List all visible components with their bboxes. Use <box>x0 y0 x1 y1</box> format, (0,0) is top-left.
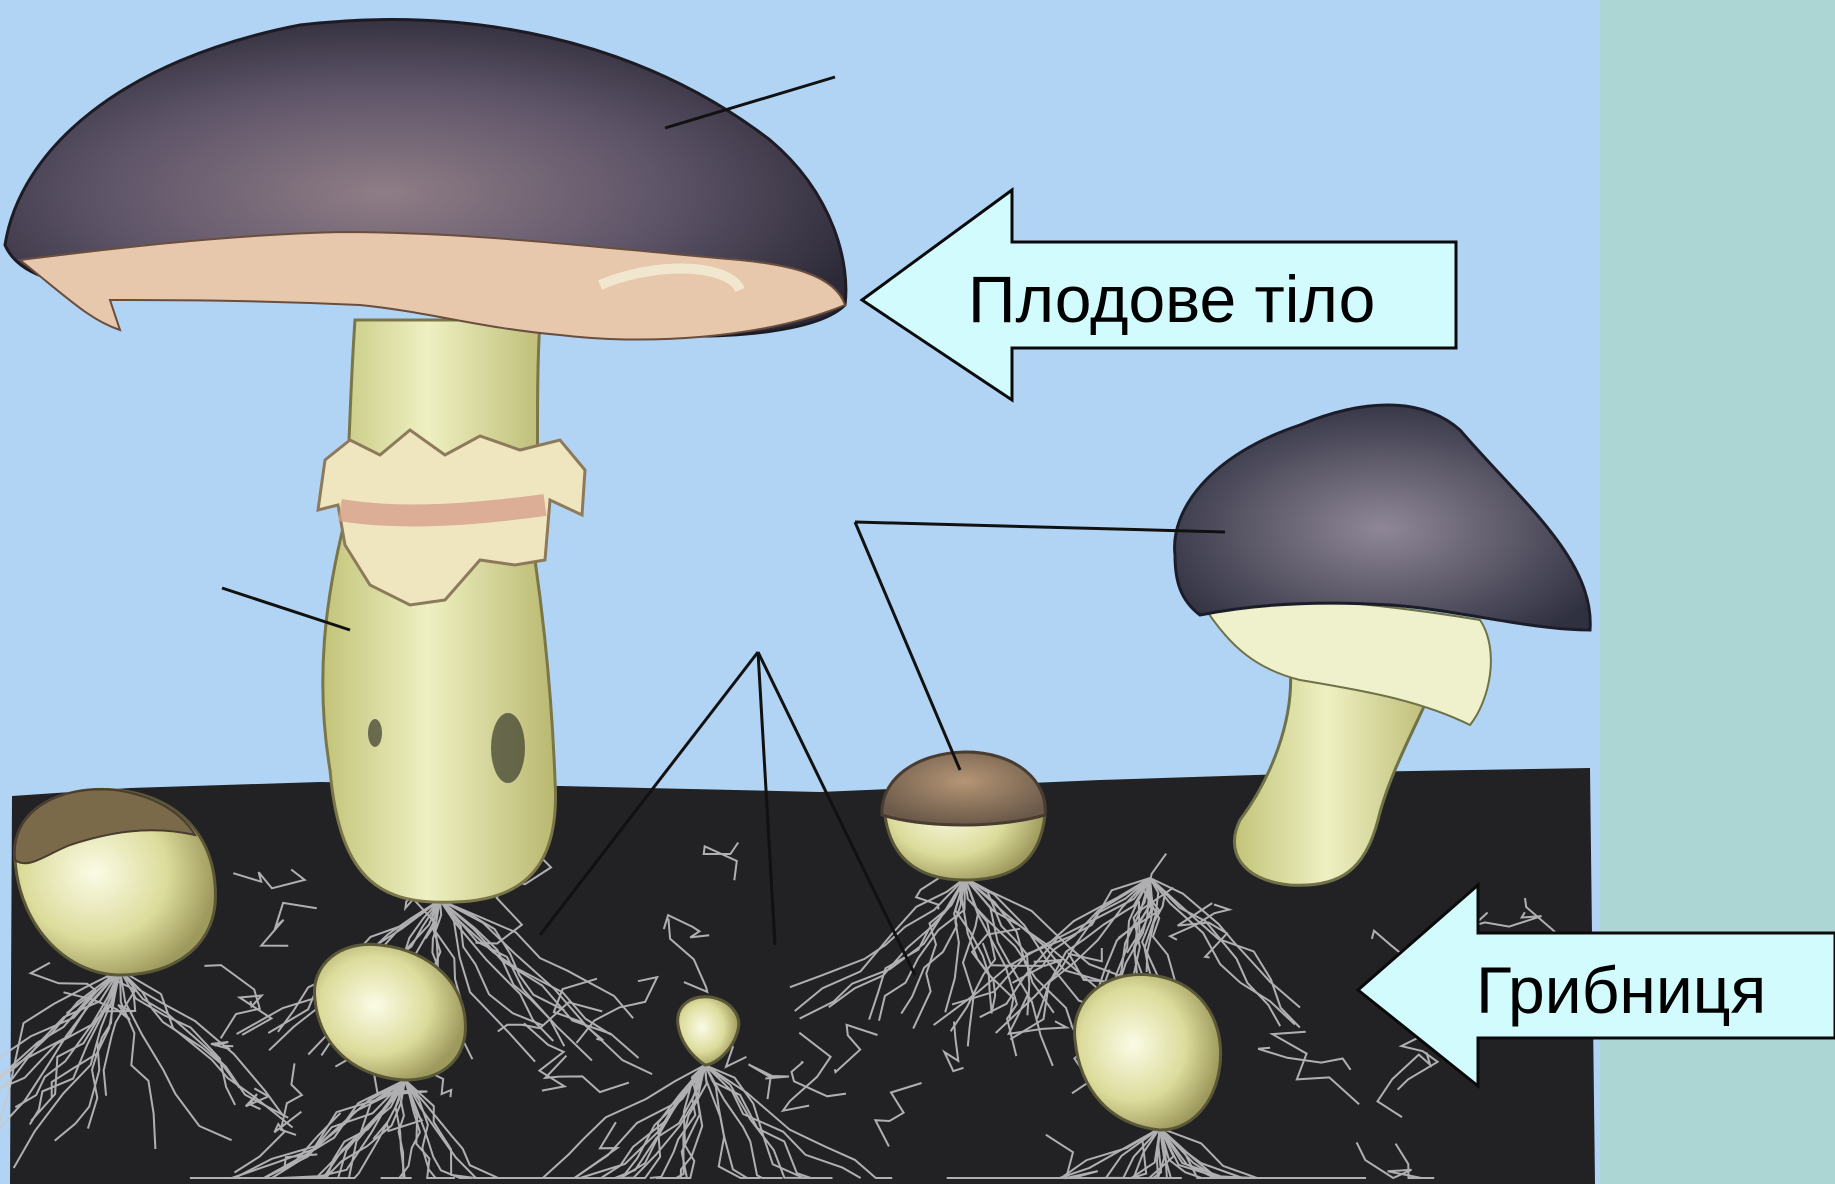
emerging-bud <box>882 752 1045 880</box>
fruiting-body-label: Плодове тіло <box>968 262 1375 336</box>
large-mushroom-stem <box>323 320 556 902</box>
mycelium-label: Грибниця <box>1476 953 1766 1027</box>
